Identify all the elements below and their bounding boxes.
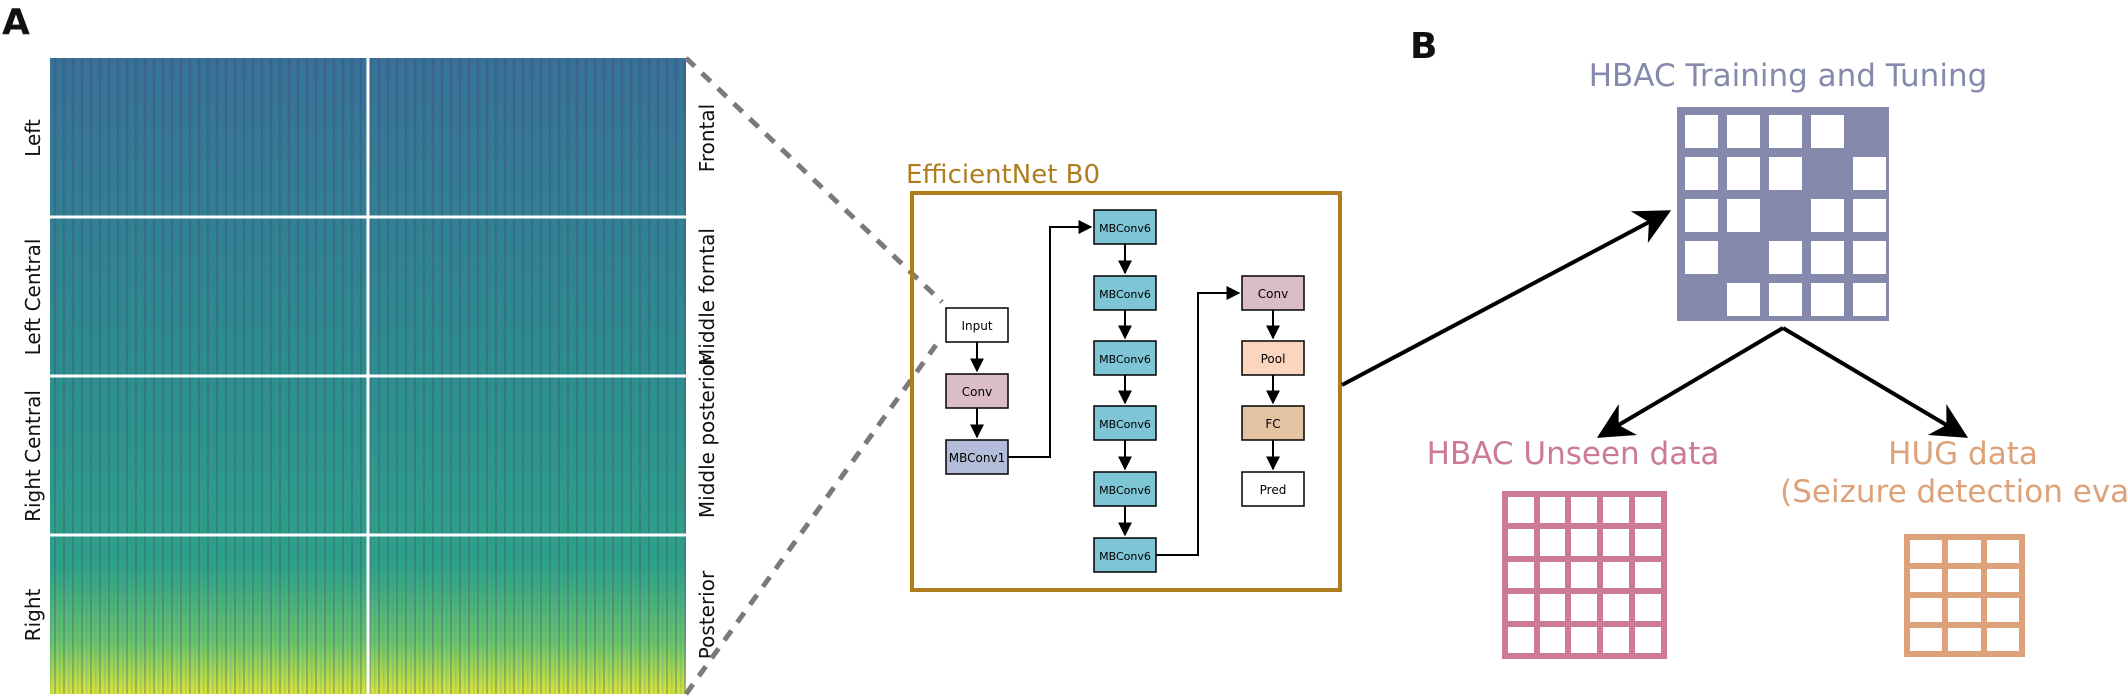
panel-label-b: B xyxy=(1410,26,1438,67)
dataset-label-hug-subtitle: (Seizure detection eval) xyxy=(1780,474,2128,510)
svg-text:FC: FC xyxy=(1265,417,1280,431)
row-label-middle-frontal: Middle forntal xyxy=(695,228,719,366)
network-frame xyxy=(910,191,1342,592)
dataset-label-hug: HUG data xyxy=(1888,436,2038,472)
svg-text:MBConv6: MBConv6 xyxy=(1099,550,1151,563)
row-label-right: Right xyxy=(21,589,45,642)
row-label-middle-posterior: Middle posterior xyxy=(695,355,719,518)
block-mbconv1: MBConv1 xyxy=(945,439,1009,475)
svg-text:Input: Input xyxy=(961,319,992,333)
block-pool: Pool xyxy=(1241,340,1305,376)
svg-text:MBConv1: MBConv1 xyxy=(949,451,1005,465)
zoom-line-top xyxy=(684,56,944,304)
train-matrix xyxy=(1677,107,1889,321)
svg-text:MBConv6: MBConv6 xyxy=(1099,288,1151,301)
block-conv-1: Conv xyxy=(945,373,1009,409)
svg-text:Pred: Pred xyxy=(1260,483,1287,497)
hug-matrix xyxy=(1904,534,2025,657)
row-label-right-central: Right Central xyxy=(21,390,45,522)
svg-text:MBConv6: MBConv6 xyxy=(1099,222,1151,235)
row-label-left-central: Left Central xyxy=(21,239,45,356)
unseen-matrix xyxy=(1502,491,1667,659)
block-mbconv6-3: MBConv6 xyxy=(1093,340,1157,376)
dataset-label-unseen: HBAC Unseen data xyxy=(1427,436,1720,472)
svg-text:Pool: Pool xyxy=(1261,352,1286,366)
row-label-frontal: Frontal xyxy=(695,104,719,172)
network-connections xyxy=(970,220,1280,556)
row-label-posterior: Posterior xyxy=(695,570,719,659)
block-mbconv6-5: MBConv6 xyxy=(1093,471,1157,507)
dataset-label-train: HBAC Training and Tuning xyxy=(1589,58,1988,94)
panel-label-a: A xyxy=(2,2,30,43)
flow-arrows xyxy=(1341,210,1969,438)
spectrogram-grid xyxy=(50,58,686,694)
block-fc: FC xyxy=(1241,405,1305,441)
block-mbconv6-4: MBConv6 xyxy=(1093,405,1157,441)
block-mbconv6-6: MBConv6 xyxy=(1093,537,1157,573)
row-label-left: Left xyxy=(21,119,45,157)
block-input: Input xyxy=(945,307,1009,343)
svg-text:Conv: Conv xyxy=(962,385,992,399)
zoom-line-bottom xyxy=(683,343,939,696)
block-mbconv6-1: MBConv6 xyxy=(1093,209,1157,245)
block-pred: Pred xyxy=(1241,471,1305,507)
svg-text:MBConv6: MBConv6 xyxy=(1099,484,1151,497)
svg-text:MBConv6: MBConv6 xyxy=(1099,418,1151,431)
svg-text:Conv: Conv xyxy=(1258,287,1288,301)
svg-text:MBConv6: MBConv6 xyxy=(1099,353,1151,366)
block-mbconv6-2: MBConv6 xyxy=(1093,275,1157,311)
block-conv-2: Conv xyxy=(1241,275,1305,311)
network-title: EfficientNet B0 xyxy=(906,160,1100,190)
